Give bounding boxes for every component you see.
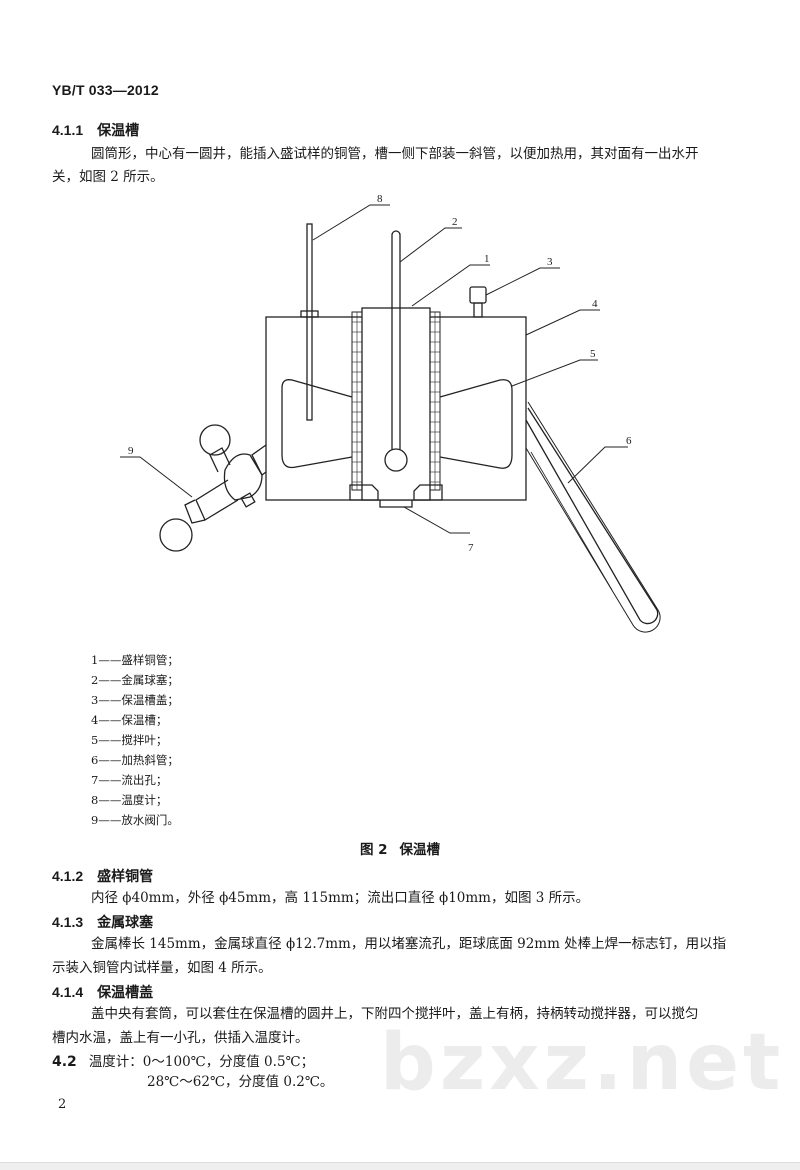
legend-item: 7——流出孔； [91,773,168,787]
thermometer-spec-line1: 温度计：0～100℃，分度值 0.5℃； [88,1054,315,1070]
section-title: 盛样铜管 [97,869,154,885]
legend-item: 1——盛样铜管； [91,653,179,667]
figure-label: 图 2 [359,842,388,858]
thermometer [306,223,313,421]
legend-item: 2——金属球塞； [91,673,179,687]
figure-title: 保温槽 [399,842,441,858]
callout-numbers: 8 2 1 3 4 5 6 7 9 [128,193,632,554]
section-heading-4-1-3: 4.1.3 金属球塞 [52,912,153,932]
section-heading-4-1-1: 4.1.1 保温槽 [52,120,139,140]
section-title: 保温槽盖 [97,985,154,1001]
callout-6: 6 [626,435,632,447]
thermometer-spec-line2: 28℃～62℃，分度值 0.2℃。 [147,1074,334,1090]
paragraph-line: 内径 ϕ40mm，外径 ϕ45mm，高 115mm；流出口直径 ϕ10mm，如图… [91,890,590,906]
paragraph-line: 圆筒形，中心有一圆井，能插入盛试样的铜管，槽一侧下部装一斜管，以便加热用，其对面… [91,146,699,162]
thermometer-collar [300,310,319,318]
section-title: 保温槽 [97,123,140,139]
metal-ball [384,448,408,472]
legend-item: 9——放水阀门。 [91,813,179,827]
callout-3: 3 [547,256,553,268]
section-number: 4.1.3 [52,914,84,930]
drain-valve [159,424,267,552]
legend-item: 8——温度计； [91,793,168,807]
stirring-blade-right [439,379,513,469]
section-title: 金属球塞 [97,915,154,931]
callout-5: 5 [590,348,596,360]
section-4-2: 4.2 温度计：0～100℃，分度值 0.5℃； [52,1050,314,1070]
callout-9: 9 [128,445,134,457]
lid-knob-stem [473,302,483,318]
legend-item: 5——搅拌叶； [91,733,168,747]
callout-1: 1 [484,253,490,265]
callout-7: 7 [468,542,474,554]
lid-knob [469,286,487,304]
callout-4: 4 [592,298,598,310]
section-number: 4.1.4 [52,984,84,1000]
central-well [351,311,441,491]
paragraph-line: 金属棒长 145mm，金属球直径 ϕ12.7mm，用以堵塞流孔，距球底面 92m… [91,936,727,952]
callout-8: 8 [377,193,383,205]
section-number: 4.1.2 [52,868,84,884]
paragraph-line: 槽内水温，盖上有一小孔，供插入温度计。 [52,1030,309,1046]
section-number: 4.2 [52,1054,77,1070]
callout-leaders [120,204,628,534]
paragraph-line: 示装入铜管内试样量，如图 4 所示。 [52,960,272,976]
watermark: bzxz.net [380,1018,785,1108]
standard-id: YB/T 033—2012 [52,82,159,98]
callout-2: 2 [452,216,458,228]
stirring-blade-left [281,379,353,469]
figure-2-diagram: 8 2 1 3 4 5 6 7 9 [120,193,661,633]
outflow-hole [379,500,413,508]
section-number: 4.1.1 [52,122,84,138]
paragraph-line: 盖中央有套筒，可以套住在保温槽的圆井上，下附四个搅拌叶，盖上有柄，持柄转动搅拌器… [91,1006,699,1022]
figure-caption: 图 2 保温槽 [0,838,800,858]
paragraph-line: 关，如图 2 所示。 [52,169,164,185]
legend-item: 3——保温槽盖； [91,693,179,707]
heating-inclined-tube [525,401,661,633]
bottom-flange-right [413,484,443,501]
bottom-flange-left [349,484,379,501]
section-heading-4-1-4: 4.1.4 保温槽盖 [52,982,153,1002]
metal-ball-plug-rod [391,230,401,457]
legend-item: 6——加热斜管； [91,753,179,767]
section-heading-4-1-2: 4.1.2 盛样铜管 [52,866,153,886]
page-number: 2 [58,1097,67,1112]
legend-item: 4——保温槽； [91,713,168,727]
